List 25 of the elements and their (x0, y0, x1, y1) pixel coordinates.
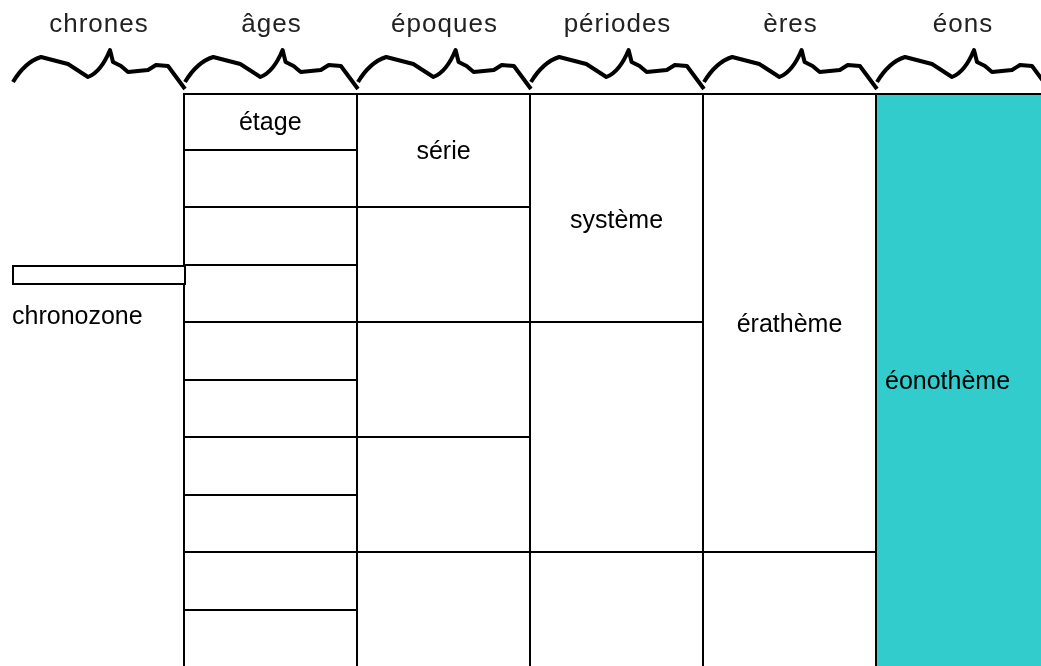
unit-cell (182, 553, 358, 611)
unit-cell: érathème (704, 93, 877, 553)
unit-cell (358, 323, 531, 438)
column-heading: périodes (563, 8, 672, 39)
unit-cell (182, 438, 358, 496)
unit-cell (182, 495, 358, 553)
unit-cell: système (531, 93, 704, 323)
unit-cell (358, 208, 531, 323)
unit-label: chronozone (12, 301, 143, 330)
column-heading: éons (932, 8, 994, 39)
unit-cell (182, 265, 358, 323)
column-heading: âges (241, 8, 302, 39)
unit-cell (182, 323, 358, 381)
unit-cell (531, 323, 704, 553)
unit-cell (182, 610, 358, 666)
unit-cell (358, 438, 531, 553)
unit-cell: étage (182, 93, 358, 151)
eonothem-column: éonothème (877, 93, 1041, 666)
column-heading: époques (391, 8, 498, 39)
unit-cell (182, 380, 358, 438)
column-heading: chrones (49, 8, 149, 39)
unit-cell: série (358, 93, 531, 208)
unit-cell (182, 150, 358, 208)
unit-cell (182, 208, 358, 266)
column-heading: ères (763, 8, 818, 39)
